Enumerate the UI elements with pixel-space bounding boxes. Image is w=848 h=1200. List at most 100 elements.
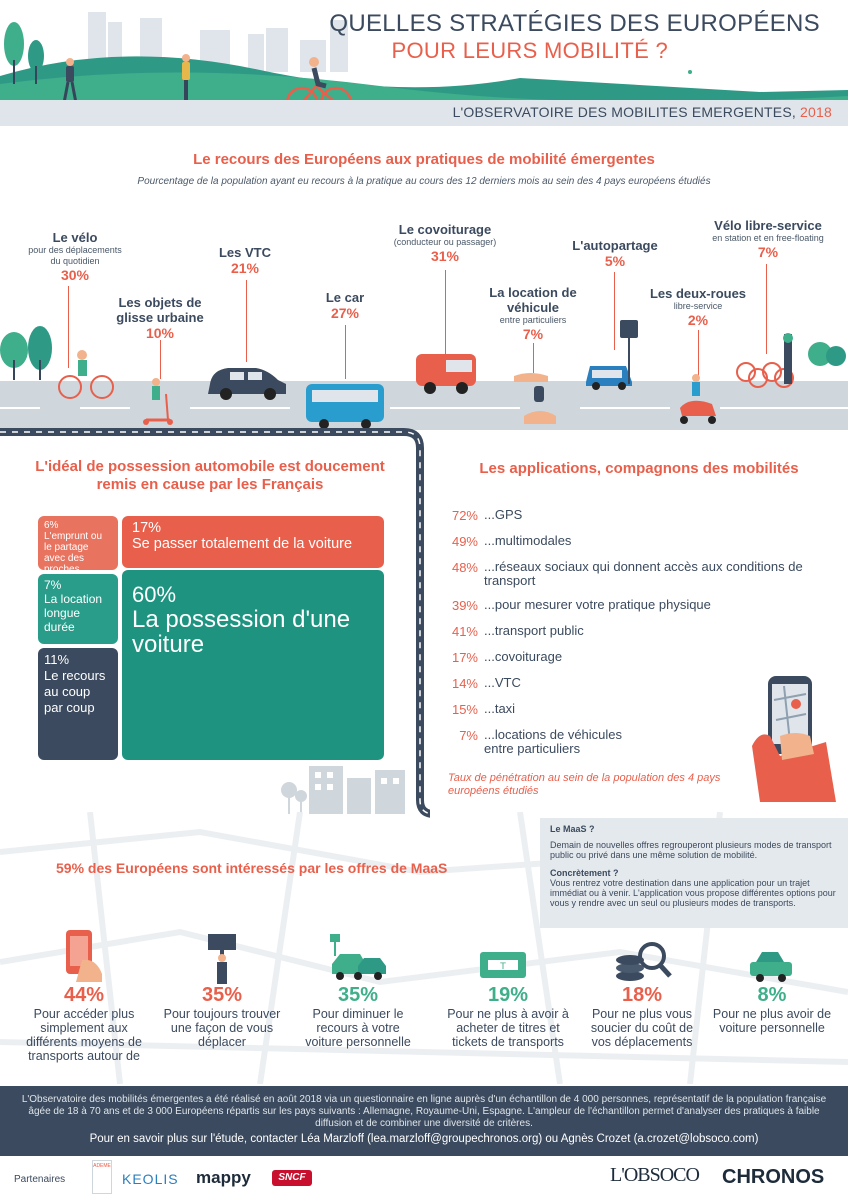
pin-line xyxy=(766,264,767,354)
pin-line xyxy=(160,340,161,380)
mode-carsharing: L'autopartage 5% xyxy=(555,238,675,269)
maas-stat: 18%Pour ne plus vous soucier du coût de … xyxy=(580,984,704,1049)
partners-label: Partenaires xyxy=(14,1174,66,1185)
page-title-line1: QUELLES STRATÉGIES DES EUROPÉENS xyxy=(329,10,820,37)
app-pct: 7% xyxy=(459,728,478,743)
mode-vtc: Les VTC 21% xyxy=(195,245,295,276)
key-hand-icon xyxy=(514,373,556,424)
app-row: 48% ...réseaux sociaux qui donnent accès … xyxy=(418,560,838,598)
section2-road-border xyxy=(0,428,430,818)
mode-name: Le covoiturage xyxy=(398,222,492,237)
car-tow-icon xyxy=(750,952,792,982)
tile-label: L'emprunt ou le partage avec des proches xyxy=(44,531,103,575)
mode-name: Vélo libre-service xyxy=(714,218,822,233)
maas-title: 59% des Européens sont intéressés par le… xyxy=(56,860,448,876)
logo-sncf: SNCF xyxy=(272,1170,312,1186)
section1-title: Le recours des Européens aux pratiques d… xyxy=(193,151,655,168)
carpool-van-icon xyxy=(416,354,476,394)
tile-borrow: 6% L'emprunt ou le partage avec des proc… xyxy=(38,516,118,575)
mode-pct: 5% xyxy=(604,253,626,269)
stat-text: Pour ne plus avoir de voiture personnell… xyxy=(712,1007,832,1035)
mode-bike-share: Vélo libre-service en station et en free… xyxy=(688,218,848,260)
tile-no-car: 17% Se passer totalement de la voiture xyxy=(122,516,384,568)
logo-chronos: CHRONOS xyxy=(722,1166,825,1188)
person-sign-icon xyxy=(208,934,236,984)
app-row: 15%...taxi xyxy=(418,702,838,728)
mode-pct: 7% xyxy=(757,244,779,260)
tile-pct: 11% xyxy=(44,652,70,667)
stat-text: Pour accéder plus simplement aux différe… xyxy=(26,1007,142,1063)
app-pct: 15% xyxy=(451,702,478,717)
stat-pct: 35% xyxy=(201,984,243,1006)
maas-box-title: Le MaaS ? xyxy=(550,824,595,834)
section2-title: L'idéal de possession automobile est dou… xyxy=(35,458,385,493)
tile-pct: 17% xyxy=(132,520,162,536)
logo-keolis: KEOLIS xyxy=(122,1171,179,1187)
mode-carpool: Le covoiturage (conducteur ou passager) … xyxy=(375,222,515,264)
maas-stat: 44%Pour accéder plus simplement aux diff… xyxy=(22,984,146,1063)
app-row: 17%...covoiturage xyxy=(418,650,838,676)
pin-line xyxy=(68,286,69,368)
pin-line xyxy=(246,280,247,362)
section1-subtitle: Pourcentage de la population ayant eu re… xyxy=(137,176,711,187)
mode-name: L'autopartage xyxy=(572,238,658,253)
mode-pct: 27% xyxy=(330,305,360,321)
mode-sub: entre particuliers xyxy=(499,315,567,325)
stat-text: Pour ne plus à avoir à acheter de titres… xyxy=(447,1007,569,1049)
observatory-label: L'OBSERVATOIRE DES MOBILITES EMERGENTES,… xyxy=(453,104,832,120)
apps-note: Taux de pénétration au sein de la popula… xyxy=(448,772,721,797)
maas-stat: 35%Pour toujours trouver une façon de vo… xyxy=(160,984,284,1049)
hand-phone-icon xyxy=(752,676,836,802)
logo-ademe: ADEME xyxy=(92,1160,112,1194)
app-pct: 48% xyxy=(451,560,478,575)
mode-name: Le car xyxy=(325,290,365,305)
app-row: 41%...transport public xyxy=(418,624,838,650)
coins-magnifier-icon xyxy=(616,942,672,981)
app-row: 72%...GPS xyxy=(418,508,838,534)
mode-pct: 10% xyxy=(145,325,175,341)
observatory-name: L'OBSERVATOIRE DES MOBILITES EMERGENTES, xyxy=(452,104,796,120)
apps-title: Les applications, compagnons des mobilit… xyxy=(479,460,799,477)
mode-pct: 21% xyxy=(230,260,260,276)
maas-stat: 35%Pour diminuer le recours à votre voit… xyxy=(296,984,420,1049)
mode-pct: 2% xyxy=(687,312,709,328)
mode-sub: libre-service xyxy=(673,301,723,311)
road-illustration xyxy=(0,320,848,429)
app-label: ...GPS xyxy=(484,507,523,522)
tile-long-rental: 7% La location longue durée xyxy=(38,574,118,644)
tile-pct: 7% xyxy=(44,578,62,592)
maas-info-box: Le MaaS ? Demain de nouvelles offres reg… xyxy=(540,818,848,928)
mode-name: La location de véhicule xyxy=(489,285,577,315)
mode-sub: (conducteur ou passager) xyxy=(393,237,497,247)
pin-line xyxy=(533,343,534,373)
stat-text: Pour diminuer le recours à votre voiture… xyxy=(305,1007,411,1049)
mode-name: Les VTC xyxy=(218,245,271,260)
pin-line xyxy=(445,270,446,354)
logo-lobsoco: L'OBSOCO xyxy=(610,1164,700,1186)
header-band xyxy=(0,100,848,126)
tile-label: La possession d'une voiture xyxy=(132,606,351,658)
app-label: ...multimodales xyxy=(484,533,572,548)
app-label: ...VTC xyxy=(484,675,521,690)
cars-icon xyxy=(330,934,386,980)
app-pct: 49% xyxy=(451,534,478,549)
mode-pct: 31% xyxy=(430,248,460,264)
svg-text:T: T xyxy=(499,962,506,972)
header-illustration xyxy=(0,12,848,120)
app-label: ...réseaux sociaux qui donnent accès aux… xyxy=(484,559,803,588)
tile-ownership: 60% La possession d'une voiture xyxy=(122,570,384,760)
app-pct: 17% xyxy=(451,650,478,665)
footer-text: L'Observatoire des mobilités émergentes … xyxy=(21,1094,827,1129)
moped-icon xyxy=(680,374,716,424)
tile-label: Se passer totalement de la voiture xyxy=(132,536,353,552)
mode-pct: 30% xyxy=(60,267,90,283)
stat-pct: 44% xyxy=(63,984,105,1006)
apps-list: 72%...GPS 49% ...multimodales 48% ...résea… xyxy=(418,508,838,762)
mode-urban-glide: Les objets de glisse urbaine 10% xyxy=(100,295,220,341)
bike-icon xyxy=(58,350,114,399)
footer-band xyxy=(0,1086,848,1156)
pin-line xyxy=(345,325,346,385)
bike-share-icon xyxy=(736,333,794,388)
stat-text: Pour ne plus vous soucier du coût de vos… xyxy=(590,1007,694,1049)
mode-name: Le vélo xyxy=(52,230,98,245)
